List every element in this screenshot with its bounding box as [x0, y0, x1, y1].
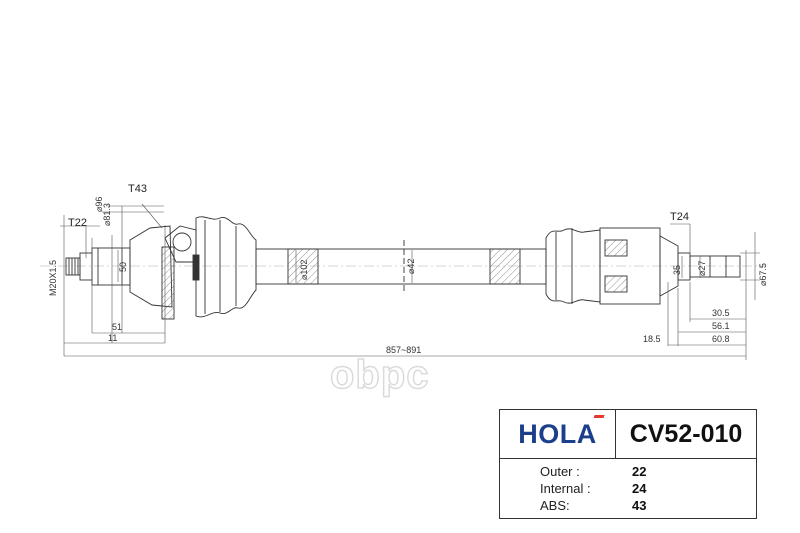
spec-row-internal: Internal : 24: [540, 480, 646, 497]
label-len30-5: 30.5: [712, 308, 730, 318]
label-dia50: 50: [118, 262, 128, 272]
shaft: [255, 240, 547, 292]
dia96-symbol: ⌀: [94, 206, 104, 212]
watermark: obpc: [330, 353, 430, 397]
spec-value: 24: [632, 481, 647, 496]
outer-boot: [195, 216, 257, 318]
label-t43: T43: [128, 183, 147, 195]
dia81-3-symbol: ⌀: [102, 220, 112, 226]
label-len56-1: 56.1: [712, 321, 730, 331]
label-dia67-5: ⌀67.5: [758, 263, 768, 286]
label-t22: T22: [68, 217, 87, 229]
label-dia42: ⌀42: [406, 259, 416, 274]
dia96-value: 96: [94, 197, 104, 207]
brand-name: HOLA: [518, 418, 597, 449]
spec-rows: Outer : 22 Internal : 24 ABS: 43: [540, 463, 646, 514]
label-dia27: ⌀27: [697, 261, 707, 276]
label-dia35: 35: [672, 265, 682, 275]
damper-left: [287, 248, 319, 285]
inner-spline: [689, 255, 741, 278]
spec-row-outer: Outer : 22: [540, 463, 646, 480]
spec-row-abs: ABS: 43: [540, 497, 646, 514]
dia27-value: 27: [697, 261, 707, 271]
damper-right: [489, 248, 521, 285]
label-dia102: ⌀102: [299, 260, 309, 280]
label-thread: M20X1.5: [48, 260, 58, 296]
dia67-5-value: 67.5: [758, 263, 768, 281]
brand-accent-icon: [591, 414, 605, 424]
spec-label: ABS:: [540, 498, 570, 513]
label-t24: T24: [670, 211, 689, 223]
label-len18-5: 18.5: [643, 334, 661, 344]
inner-cv-joint: [545, 227, 741, 305]
label-dia81-3: ⌀81.3: [102, 203, 112, 226]
info-header: HOLA CV52-010: [500, 410, 756, 459]
dia42-symbol: ⌀: [406, 268, 416, 274]
outer-cv-joint: [65, 216, 257, 320]
inner-boot: [545, 228, 601, 304]
dia42-value: 42: [406, 259, 416, 269]
label-len11: 11: [108, 333, 117, 343]
label-len60-8: 60.8: [712, 334, 730, 344]
part-number: CV52-010: [629, 419, 743, 448]
label-len51: 51: [112, 322, 122, 332]
spec-value: 22: [632, 464, 647, 479]
abs-ring: [161, 246, 175, 320]
spec-label: Outer :: [540, 464, 580, 479]
label-len-total: 857~891: [386, 345, 421, 355]
spec-label: Internal :: [540, 481, 591, 496]
dimension-lines: [60, 203, 760, 360]
brand-logo: HOLA: [518, 414, 605, 450]
dia81-3-value: 81.3: [102, 203, 112, 221]
dia102-value: 102: [299, 260, 309, 275]
brand-cell: HOLA: [500, 410, 616, 458]
label-dia96: ⌀96: [94, 197, 104, 212]
dia67-5-symbol: ⌀: [758, 280, 768, 286]
info-box: HOLA CV52-010 Outer : 22 Internal : 24 A…: [499, 409, 757, 519]
spec-value: 43: [632, 498, 647, 513]
dia102-symbol: ⌀: [299, 274, 309, 280]
dia27-symbol: ⌀: [697, 270, 707, 276]
